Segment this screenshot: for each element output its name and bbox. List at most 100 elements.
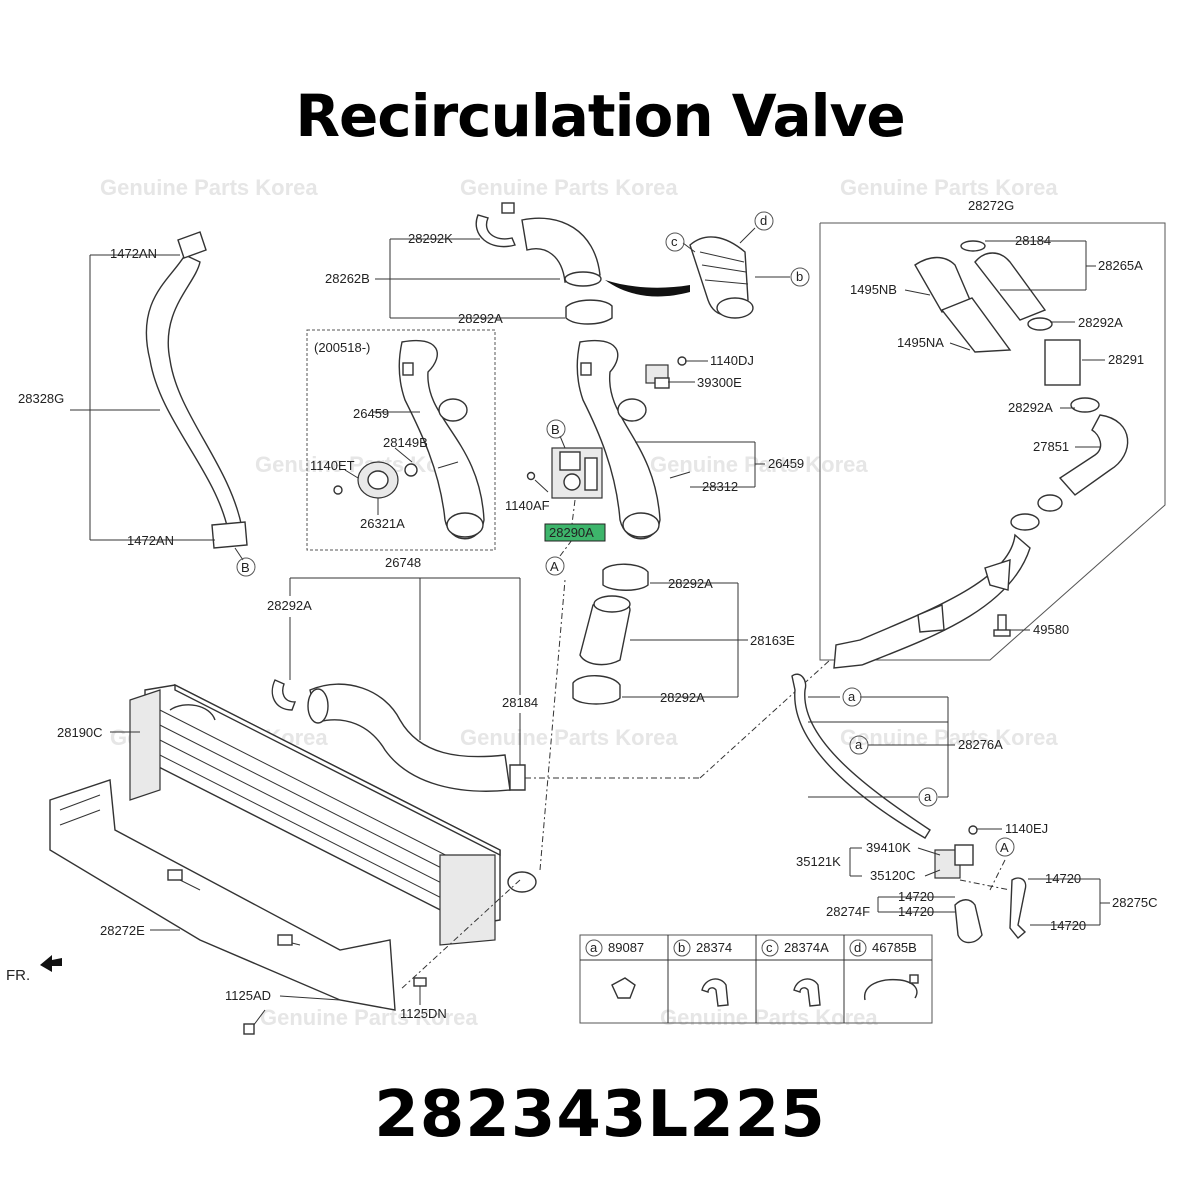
label-1140ET: 1140ET (310, 458, 355, 473)
hose-28328G (145, 231, 248, 549)
legend-code: 28374A (784, 940, 829, 955)
legend-table: a 89087 b 28374 c 28374A d 46785B (579, 934, 933, 1024)
marker-A: A (995, 837, 1015, 857)
legend-item: d 46785B (849, 939, 919, 1001)
label-39300E: 39300E (697, 375, 742, 390)
legend-code: 28374 (696, 940, 732, 955)
marker-a: a (842, 687, 862, 707)
label-28292K: 28292K (408, 231, 453, 246)
stud-28312 (669, 471, 691, 479)
marker-letter: A (1000, 840, 1009, 855)
marker-letter: B (241, 560, 250, 575)
label-26459: 26459 (768, 456, 804, 471)
bolt-49580 (993, 614, 1011, 637)
label-28292A: 28292A (668, 576, 713, 591)
callout-lines-left (70, 254, 244, 561)
marker-letter: b (796, 269, 803, 284)
label-28272E: 28272E (100, 923, 145, 938)
label-28262B: 28262B (325, 271, 370, 286)
label-26321A: 26321A (360, 516, 405, 531)
label-1140AF: 1140AF (505, 498, 550, 513)
watermark: Genuine Parts Korea (840, 175, 1058, 200)
deflector-28272E (49, 779, 396, 1011)
label-28328G: 28328G (18, 391, 64, 406)
label-14720: 14720 (898, 889, 934, 904)
front-label: FR. (6, 967, 30, 984)
pipe-26459 (576, 339, 661, 540)
legend-code: 89087 (608, 940, 644, 955)
label-28292A: 28292A (458, 311, 503, 326)
label-1472AN: 1472AN (127, 533, 174, 548)
callout-lines-box (344, 411, 420, 515)
marker-letter: B (551, 422, 560, 437)
part-number: 282343L225 (374, 1078, 826, 1152)
legend-item: a 89087 (585, 939, 644, 999)
assembly-box-28272G (819, 222, 1166, 661)
page-title: Recirculation Valve (295, 82, 905, 150)
clip-icon (611, 977, 636, 999)
label-28190C: 28190C (57, 725, 103, 740)
callout-lines-right-box (904, 240, 1105, 631)
legend-key: d (854, 940, 861, 955)
arrow-left-icon (40, 955, 62, 972)
marker-d: d (754, 211, 774, 231)
intercooler-28190C (129, 683, 537, 946)
hoses-28265A (914, 240, 1053, 353)
label-35120C: 35120C (870, 868, 916, 883)
marker-A: A (545, 556, 565, 576)
elbow-hose-28262B (475, 202, 754, 325)
label-28274F: 28274F (826, 904, 870, 919)
label-26748: 26748 (385, 555, 421, 570)
label-28272G: 28272G (968, 198, 1014, 213)
vacuum-hose-28276A (791, 673, 931, 839)
marker-B: B (546, 419, 566, 439)
watermark: Genuine Parts Korea (840, 725, 1058, 750)
label-28312: 28312 (702, 479, 738, 494)
marker-letter: c (671, 234, 678, 249)
watermark: Genuine Parts Korea (660, 1005, 878, 1030)
label-28275C: 28275C (1112, 895, 1158, 910)
intercooler-pipe-27851 (833, 339, 1129, 669)
label-1472AN: 1472AN (110, 246, 157, 261)
label-1140EJ: 1140EJ (1005, 821, 1048, 836)
hose-28163E (572, 563, 649, 705)
label-1125AD: 1125AD (225, 988, 271, 1003)
intercooler-hose (271, 679, 526, 792)
pipe-26459-variant (398, 339, 485, 540)
label-27851: 27851 (1033, 439, 1069, 454)
marker-letter: a (848, 689, 856, 704)
legend-key: b (678, 940, 685, 955)
label-1495NB: 1495NB (850, 282, 897, 297)
callout-lines-center (534, 360, 765, 557)
callout-lines-lower-center (622, 582, 748, 698)
hose-elbow-icon (701, 978, 729, 1007)
label-35121K: 35121K (796, 854, 841, 869)
legend-key: c (766, 940, 773, 955)
label-1140DJ: 1140DJ (710, 353, 754, 368)
watermark: Genuine Parts Korea (260, 1005, 478, 1030)
cable-tie-icon (864, 978, 918, 1001)
callout-lines-top (375, 227, 790, 319)
legend-code: 46785B (872, 940, 917, 955)
label-1495NA: 1495NA (897, 335, 944, 350)
marker-B: B (236, 557, 256, 577)
label-28291: 28291 (1108, 352, 1144, 367)
marker-letter: a (855, 737, 863, 752)
label-28292A: 28292A (267, 598, 312, 613)
front-direction-indicator: FR. (6, 955, 62, 984)
recirculation-valve-28290A (526, 447, 603, 499)
watermark: Genuine Parts Korea (460, 175, 678, 200)
label-28149B: 28149B (383, 435, 428, 450)
bolts-1125 (243, 977, 427, 1035)
label-14720: 14720 (1045, 871, 1081, 886)
watermark: Genuine Parts Korea (460, 725, 678, 750)
legend-item: c 28374A (761, 939, 829, 1007)
variant-box (306, 329, 496, 551)
label-14720: 14720 (1050, 918, 1086, 933)
label-28265A: 28265A (1098, 258, 1143, 273)
hose-elbow-icon (793, 978, 821, 1007)
marker-letter: A (550, 559, 559, 574)
highlight-badge (544, 523, 606, 542)
marker-letter: a (924, 789, 932, 804)
